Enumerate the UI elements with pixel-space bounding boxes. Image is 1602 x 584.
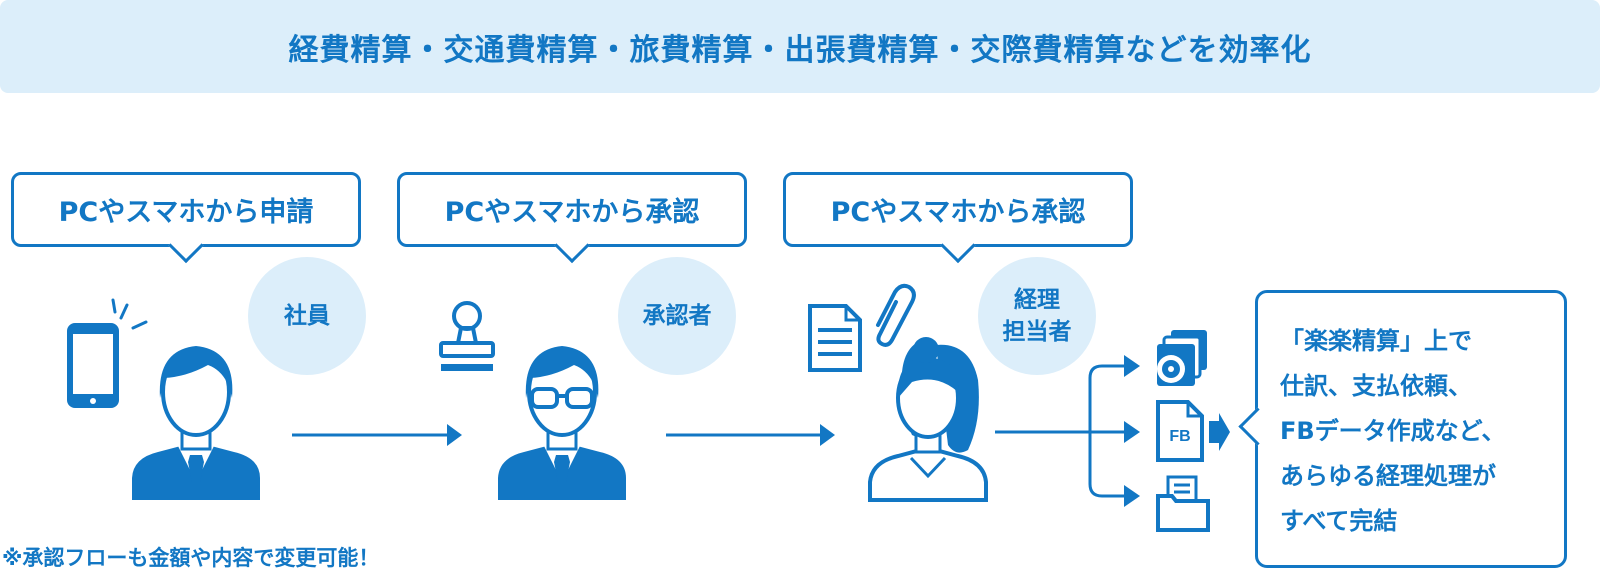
result-line-1: 「楽楽精算」上で bbox=[1280, 327, 1472, 355]
fb-label: FB bbox=[1169, 428, 1190, 445]
document-icon bbox=[808, 304, 862, 372]
header-banner: 経費精算・交通費精算・旅費精算・出張費精算・交際費精算などを効率化 bbox=[0, 0, 1600, 93]
step-3-action-bubble: PCやスマホから承認 bbox=[783, 172, 1133, 247]
disc-stack-icon bbox=[1157, 330, 1207, 386]
step-2-action-bubble: PCやスマホから承認 bbox=[397, 172, 747, 247]
folder-icon bbox=[1156, 475, 1210, 532]
role-circle-approver: 承認者 bbox=[618, 257, 736, 375]
flow-arrow-1 bbox=[292, 424, 462, 446]
result-line-3: FBデータ作成など、 bbox=[1280, 417, 1506, 445]
step-1-action: PCやスマホから申請 bbox=[58, 197, 314, 228]
employee-person-icon bbox=[132, 346, 260, 500]
paperclip-icon bbox=[876, 283, 916, 347]
flow-arrow-2 bbox=[666, 424, 835, 446]
result-line-4: あらゆる経理処理が bbox=[1280, 462, 1496, 490]
role-accounting-label-2: 担当者 bbox=[1002, 319, 1072, 345]
role-circle-employee: 社員 bbox=[248, 257, 366, 375]
approver-person-icon bbox=[498, 346, 626, 500]
step-3-action: PCやスマホから承認 bbox=[830, 197, 1086, 228]
smartphone-icon bbox=[67, 298, 148, 408]
accounting-person-icon bbox=[868, 337, 988, 502]
result-line-2: 仕訳、支払依頼、 bbox=[1280, 372, 1472, 400]
stamp-icon bbox=[439, 301, 495, 371]
step-1-action-bubble: PCやスマホから申請 bbox=[11, 172, 361, 247]
role-employee-label: 社員 bbox=[284, 303, 330, 329]
role-circle-accounting: 経理 担当者 bbox=[978, 257, 1096, 375]
fb-file-icon bbox=[1156, 400, 1230, 462]
branch-arrows bbox=[995, 355, 1140, 507]
result-line-5: すべて完結 bbox=[1280, 507, 1398, 535]
result-box: 「楽楽精算」上で 仕訳、支払依頼、 FBデータ作成など、 あらゆる経理処理が す… bbox=[1255, 290, 1567, 568]
step-2-action: PCやスマホから承認 bbox=[444, 197, 700, 228]
header-title: 経費精算・交通費精算・旅費精算・出張費精算・交際費精算などを効率化 bbox=[288, 32, 1312, 68]
role-approver-label: 承認者 bbox=[642, 303, 712, 329]
role-accounting-label-1: 経理 bbox=[1014, 287, 1060, 313]
footnote: ※承認フローも金額や内容で変更可能！ bbox=[2, 546, 380, 570]
